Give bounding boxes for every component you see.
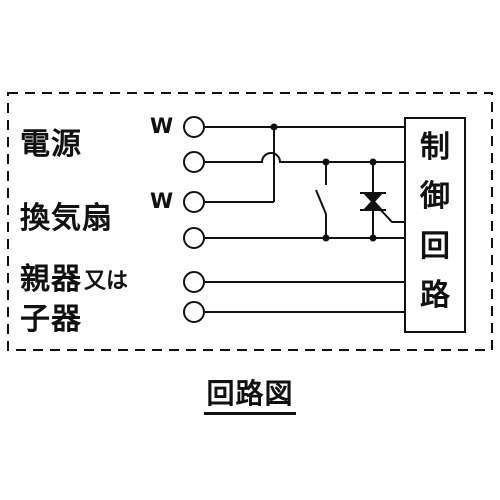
junction-dot [369,234,377,242]
junction-dot [322,234,330,242]
terminal-power-w [183,116,205,138]
triac-triangle-down [363,193,383,204]
control-circuit-box: 制 御 回 路 [404,117,466,333]
control-char: 回 [420,229,450,264]
caption-text: 回路図 [204,377,296,415]
terminal-fan [183,227,205,249]
control-char: 路 [420,278,450,313]
junction-dot [270,123,278,131]
wire-power-2 [205,152,404,163]
control-char: 制 [420,130,450,165]
terminal-power [183,151,205,173]
junction-dot [322,158,330,166]
label-fan: 換気扇 [20,201,113,236]
label-or: 又は [84,269,129,294]
control-char: 御 [420,179,450,214]
label-parent: 親器 [20,262,82,297]
terminal-w-label: W [150,189,174,213]
junction-dot [369,158,377,166]
terminal-child [183,301,205,323]
diagram-caption: 回路図 [0,372,500,415]
switch-contact [315,189,327,215]
label-power: 電源 [20,127,82,162]
terminal-parent [183,271,205,293]
enclosure-dashed-border [7,92,493,351]
terminal-fan-w [183,191,205,213]
label-child: 子器 [20,302,82,337]
triac-gate [377,206,404,223]
terminal-w-label: W [150,114,174,138]
